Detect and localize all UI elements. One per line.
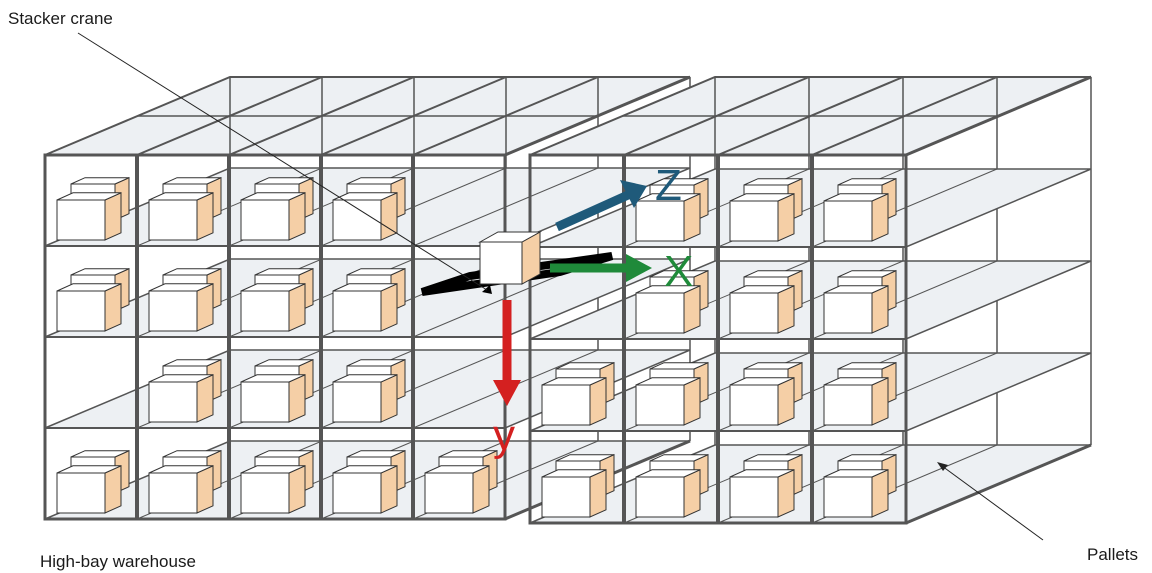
pallet-box (729, 377, 795, 426)
pallet-box (332, 192, 398, 241)
pallet-box (148, 283, 214, 332)
axis-x: X (550, 247, 693, 296)
pallet-box (635, 193, 701, 242)
crane-box (478, 231, 542, 285)
pallet-box (240, 374, 306, 423)
axis-y: y (493, 300, 521, 460)
pallet-box (240, 465, 306, 514)
pallet-box (823, 193, 889, 242)
pallet-box (56, 465, 122, 514)
pallet-box (823, 285, 889, 334)
axis-z: Z (555, 161, 682, 232)
pallet-box (148, 192, 214, 241)
pallet-box (56, 192, 122, 241)
pallet-box (240, 192, 306, 241)
pallet-box (635, 469, 701, 518)
pallet-box (148, 374, 214, 423)
stacker-crane-label: Stacker crane (8, 9, 113, 28)
axis-y-label: y (493, 411, 515, 460)
stacker-crane (420, 231, 614, 296)
pallet-box (148, 465, 214, 514)
pallet-box (729, 285, 795, 334)
pallet-box (332, 465, 398, 514)
pallet-box (635, 285, 701, 334)
pallet-box (541, 469, 607, 518)
pallet-box (240, 283, 306, 332)
pallet-box (635, 377, 701, 426)
pallet-box (729, 469, 795, 518)
pallet-box (332, 283, 398, 332)
pallet-box (56, 283, 122, 332)
pallet-box (332, 374, 398, 423)
pallets-leader (937, 462, 1044, 541)
axis-z-label: Z (655, 161, 682, 210)
pallet-box (541, 377, 607, 426)
pallets-label: Pallets (1087, 545, 1138, 564)
rack-right (528, 75, 1092, 525)
pallet-box (823, 377, 889, 426)
warehouse-label: High-bay warehouse (40, 552, 196, 571)
stacker-crane-leader (77, 32, 488, 291)
pallet-box (729, 193, 795, 242)
pallet-box (424, 465, 490, 514)
axis-x-label: X (664, 247, 693, 296)
pallet-box (823, 469, 889, 518)
